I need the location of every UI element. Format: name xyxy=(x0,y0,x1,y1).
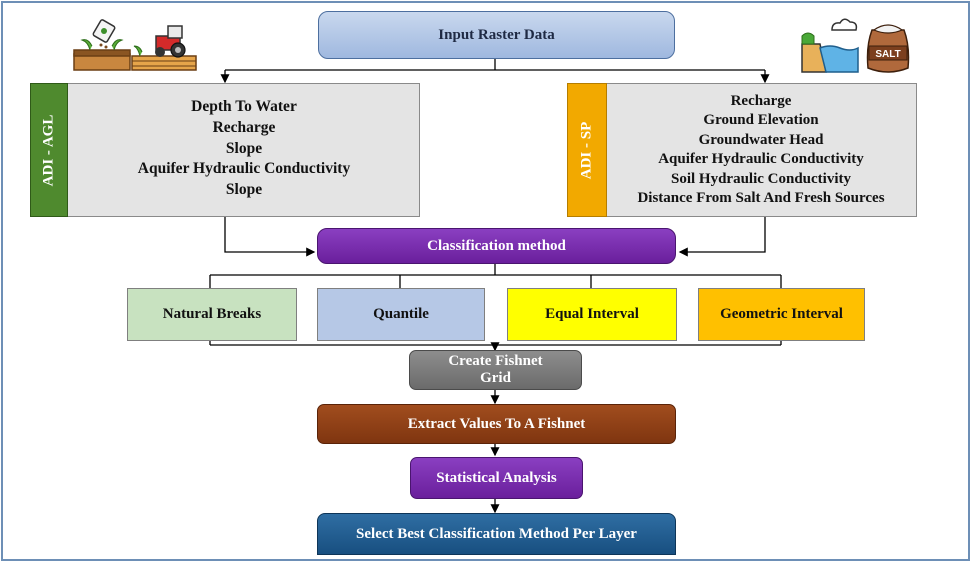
sp-param-distance-salt-fresh: Distance From Salt And Fresh Sources xyxy=(637,190,885,206)
adi-agl-panel xyxy=(30,83,420,217)
agl-param-recharge: Recharge xyxy=(212,119,276,137)
sp-param-recharge: Recharge xyxy=(730,92,792,109)
agl-param-slope-2: Slope xyxy=(225,180,263,198)
equal-interval-box: Equal Interval xyxy=(507,288,677,341)
quantile-box: Quantile xyxy=(317,288,485,341)
natural-breaks-box: Natural Breaks xyxy=(127,288,297,341)
equal-interval-label: Equal Interval xyxy=(545,306,639,322)
agl-param-slope: Slope xyxy=(225,139,263,157)
sp-param-ground-elevation: Ground Elevation xyxy=(703,112,819,128)
extract-values-label: Extract Values To A Fishnet xyxy=(407,415,586,432)
geometric-interval-box: Geometric Interval xyxy=(698,288,865,341)
create-fishnet-grid-label: Create Fishnet Grid xyxy=(448,353,543,386)
adi-sp-parameter-list: Recharge Ground Elevation Groundwater He… xyxy=(607,86,915,214)
statistical-analysis-label: Statistical Analysis xyxy=(436,469,557,486)
adi-sp-panel xyxy=(567,83,917,217)
create-fishnet-grid-box: Create Fishnet Grid xyxy=(409,350,582,390)
geometric-interval-label: Geometric Interval xyxy=(720,306,843,322)
extract-values-box: Extract Values To A Fishnet xyxy=(317,404,676,444)
agl-param-aquifer-hydraulic-conductivity: Aquifer Hydraulic Conductivity xyxy=(137,160,351,178)
adi-sp-tag-label: ADI - SP xyxy=(578,121,595,179)
adi-sp-tag: ADI - SP xyxy=(567,83,607,217)
adi-agl-parameter-list: Depth To Water Recharge Slope Aquifer Hy… xyxy=(70,87,418,211)
sp-param-aquifer-hydraulic-conductivity: Aquifer Hydraulic Conductivity xyxy=(658,151,864,167)
sp-param-soil-hydraulic-conductivity: Soil Hydraulic Conductivity xyxy=(670,170,852,187)
salt-sack-icon: SALT xyxy=(866,24,910,73)
coastal-water-icon xyxy=(801,18,859,73)
select-best-method-box: Select Best Classification Method Per La… xyxy=(317,513,676,555)
select-best-method-label: Select Best Classification Method Per La… xyxy=(356,525,637,542)
statistical-analysis-box: Statistical Analysis xyxy=(410,457,583,499)
salt-label: SALT xyxy=(875,49,900,60)
adi-agl-tag-label: ADI - AGL xyxy=(40,114,57,186)
natural-breaks-label: Natural Breaks xyxy=(162,306,262,322)
input-raster-data-box: Input Raster Data xyxy=(318,11,675,59)
quantile-label: Quantile xyxy=(373,306,429,322)
seedling-soil-icon xyxy=(73,19,131,71)
input-raster-data-label: Input Raster Data xyxy=(438,26,555,43)
adi-agl-tag: ADI - AGL xyxy=(30,83,68,217)
classification-method-label: Classification method xyxy=(427,237,566,254)
tractor-field-icon xyxy=(131,25,197,71)
classification-method-box: Classification method xyxy=(317,228,676,264)
agl-param-depth-to-water: Depth To Water xyxy=(191,98,297,116)
sp-param-groundwater-head: Groundwater Head xyxy=(698,131,824,148)
